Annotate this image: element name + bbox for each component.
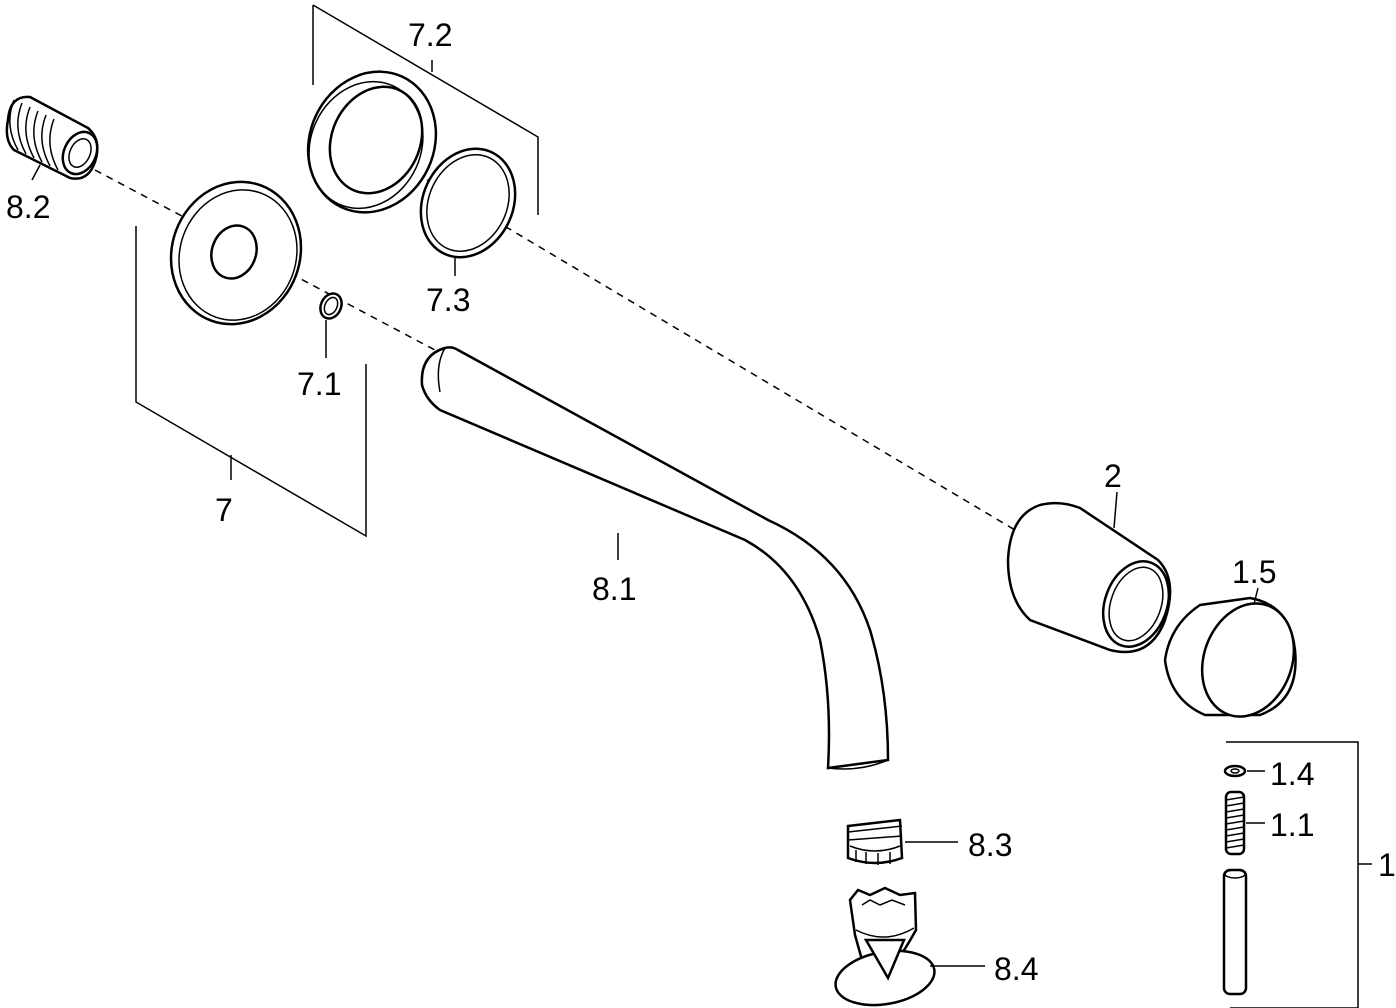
part-1-1-threaded-pin — [1224, 790, 1265, 856]
part-8-3-aerator — [846, 818, 958, 865]
part-7-3-o-ring — [419, 147, 517, 259]
bracket-7-2 — [312, 4, 539, 215]
label-1-4: 1.4 — [1270, 756, 1314, 792]
part-7-1-seal — [319, 292, 343, 320]
bracket-7 — [135, 226, 367, 538]
part-1-rod — [1222, 868, 1248, 996]
label-1-5: 1.5 — [1232, 554, 1276, 590]
label-7: 7 — [215, 492, 233, 528]
part-1-4-washer — [1223, 764, 1265, 778]
part-labels: 8.2 7.2 7.3 7.1 7 8.1 2 1.5 1.4 1.1 1 8.… — [6, 17, 1396, 987]
part-8-4-aerator-key — [834, 886, 985, 1007]
label-8-4: 8.4 — [994, 951, 1038, 987]
label-8-2: 8.2 — [6, 189, 50, 225]
label-7-2: 7.2 — [408, 17, 452, 53]
label-1: 1 — [1378, 847, 1396, 883]
part-8-1-spout — [420, 346, 890, 770]
part-2-body — [1006, 491, 1172, 654]
label-1-1: 1.1 — [1270, 807, 1314, 843]
label-7-3: 7.3 — [426, 282, 470, 318]
part-7-rosette — [169, 180, 303, 326]
label-7-1: 7.1 — [297, 366, 341, 402]
part-8-2-threaded-nipple — [5, 95, 99, 181]
part-1-5-knob — [1163, 587, 1297, 718]
label-8-1: 8.1 — [592, 571, 636, 607]
label-2: 2 — [1104, 458, 1122, 494]
bracket-1 — [1226, 741, 1359, 1008]
part-7-2-ring — [306, 70, 438, 214]
label-8-3: 8.3 — [968, 827, 1012, 863]
